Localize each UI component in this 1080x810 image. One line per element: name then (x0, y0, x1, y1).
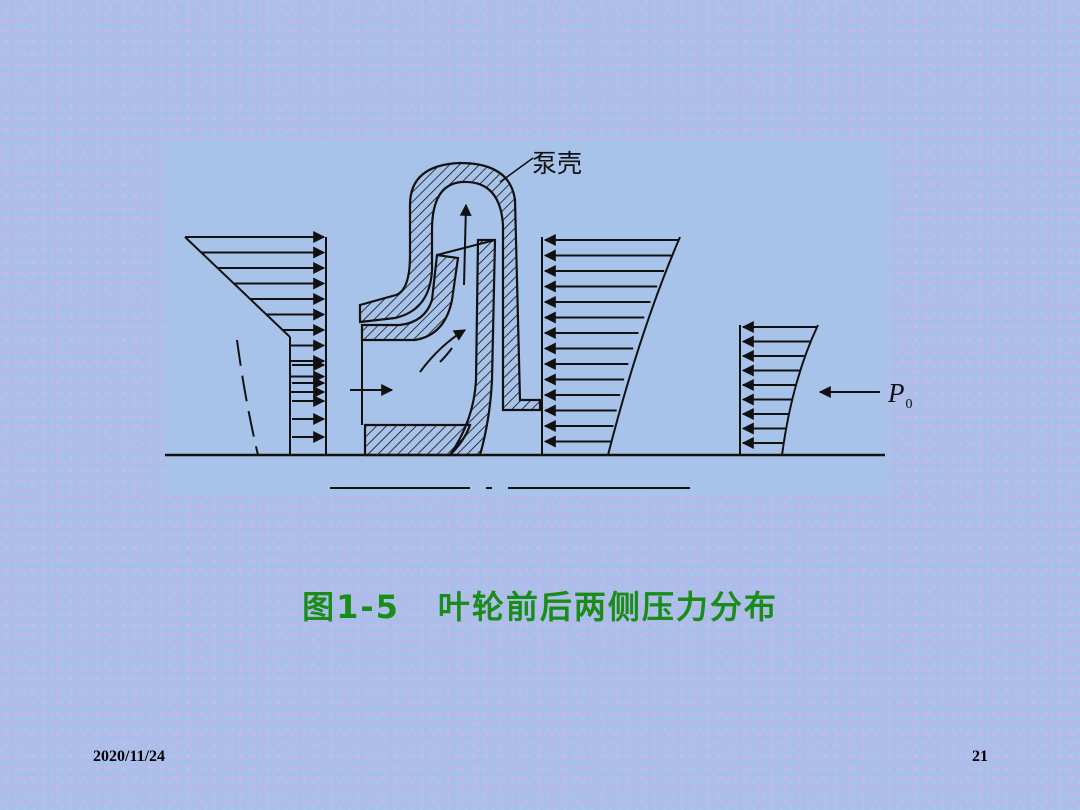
inlet-pressure-distribution (739, 321, 819, 456)
p0-label-group: P0 (818, 378, 913, 412)
figure-caption: 图1-5 叶轮前后两侧压力分布 (0, 582, 1080, 628)
p0-label: P0 (887, 378, 913, 412)
pump-casing-leader (499, 157, 534, 183)
figure-title: 叶轮前后两侧压力分布 (437, 588, 778, 626)
rear-pressure-distribution (541, 234, 681, 456)
figure-number: 图1-5 (302, 588, 400, 626)
pump-casing (358, 161, 542, 412)
front-pressure-distribution (184, 231, 327, 456)
slide-number: 21 (972, 748, 988, 765)
pump-casing-label-group: 泵壳 (499, 149, 582, 183)
impeller (360, 238, 497, 457)
footer-date: 2020/11/24 (93, 748, 166, 765)
flow-arrows (350, 203, 472, 396)
pump-casing-label: 泵壳 (532, 149, 582, 178)
figure-panel (165, 140, 889, 495)
